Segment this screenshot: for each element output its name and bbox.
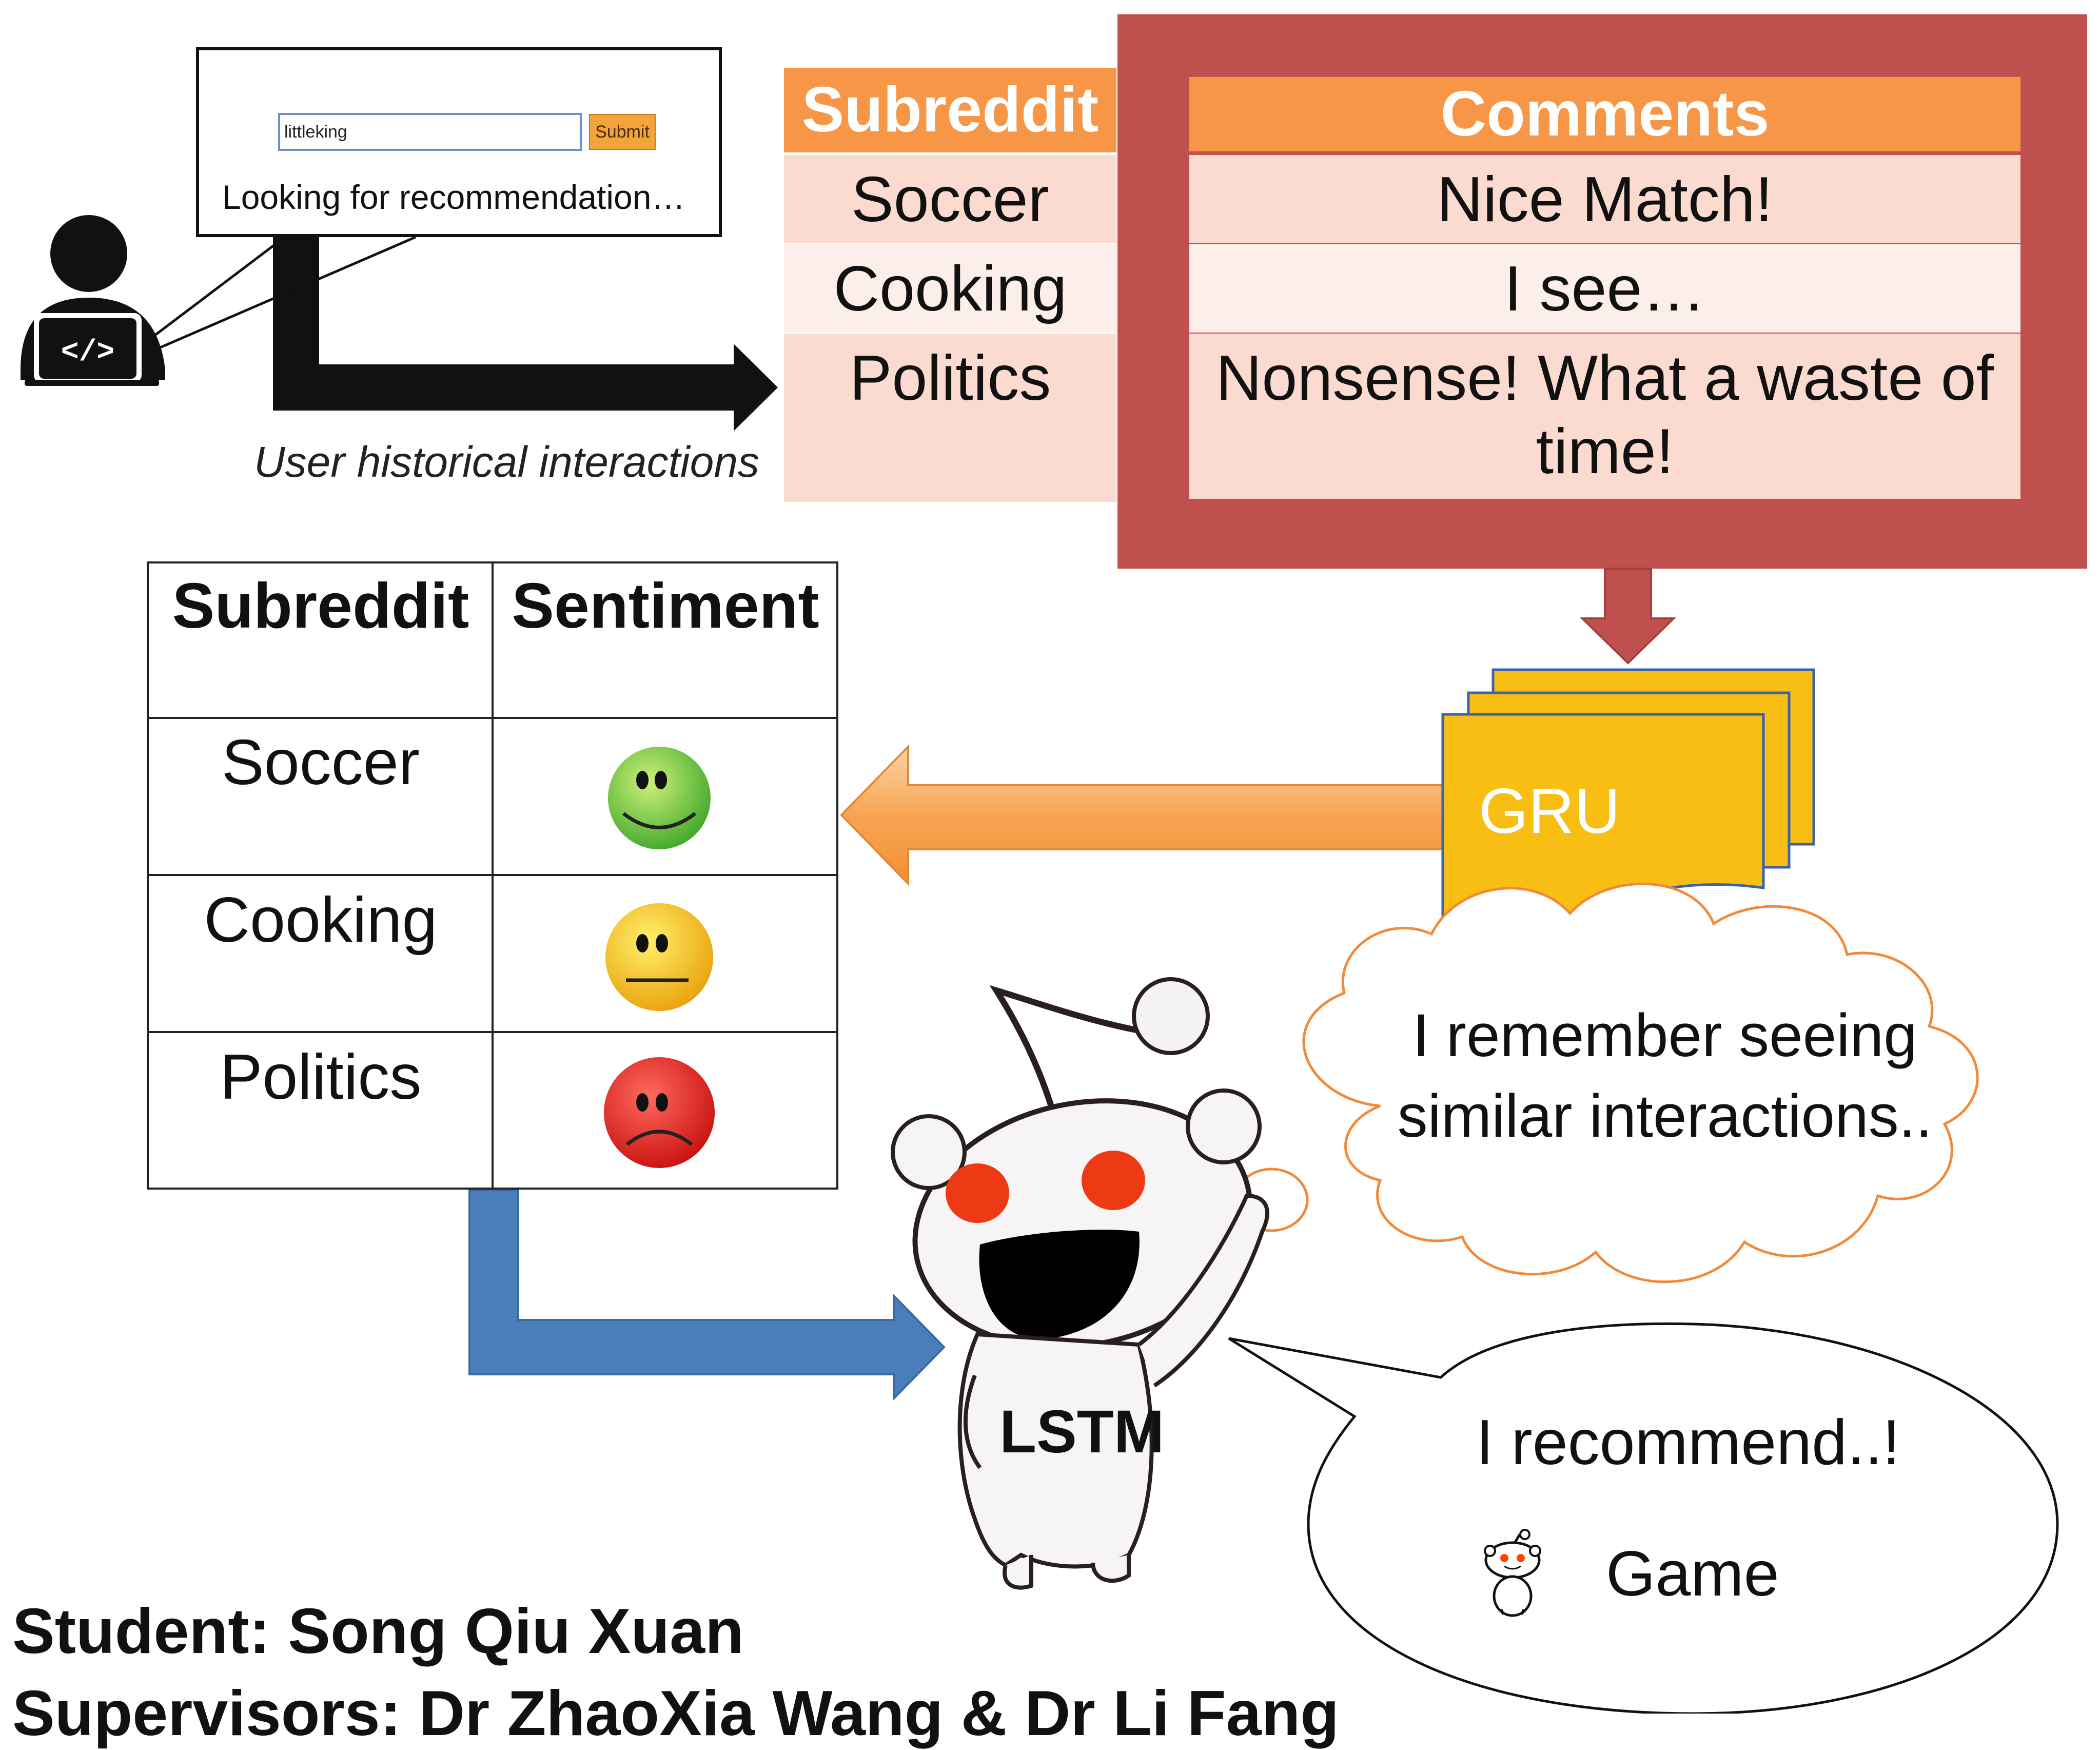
- neutral-face-icon: [605, 903, 713, 1011]
- sentiment-subreddit-cell: Soccer: [222, 727, 420, 798]
- history-comment-cell: Nonsense! What a waste of time!: [1215, 343, 1994, 487]
- gru-document-stack-icon: [1441, 668, 1815, 925]
- thought-text: I remember seeing similar interactions..: [1397, 1002, 1933, 1150]
- speech-bubble-icon: [1228, 1322, 2059, 1714]
- gru-to-sentiment-arrow-icon: [840, 744, 1445, 886]
- interactions-label: User historical interactions: [254, 438, 760, 486]
- search-status-text: Looking for recommendation…: [222, 178, 685, 216]
- history-comment-cell: I see…: [1504, 254, 1706, 324]
- history-comment-cell: Nice Match!: [1437, 164, 1773, 235]
- history-arrow-icon: [273, 231, 778, 431]
- bubble-pointer-line: [128, 236, 416, 363]
- history-subreddit-cell: Soccer: [851, 164, 1049, 235]
- history-header-comments: Comments: [1189, 77, 2020, 151]
- history-subreddit-cell: Cooking: [833, 254, 1067, 324]
- lstm-label: LSTM: [999, 1398, 1165, 1466]
- sentiment-subreddit-cell: Politics: [220, 1042, 422, 1113]
- history-row-bg: [784, 155, 1116, 243]
- history-row-bg: [1189, 244, 2020, 333]
- reddit-alien-mascot-icon: [891, 977, 1269, 1590]
- happy-face-icon: [608, 747, 711, 849]
- recommended-subreddit: Game: [1606, 1539, 1779, 1609]
- sentiment-header-sentiment: Sentiment: [512, 571, 819, 641]
- student-credit: Student: Song Qiu Xuan: [12, 1596, 744, 1667]
- down-arrow-icon: [1580, 568, 1676, 665]
- supervisors-credit: Supervisors: Dr ZhaoXia Wang & Dr Li Fan…: [12, 1678, 1339, 1749]
- history-row-bg: [1189, 155, 2020, 243]
- sentiment-to-lstm-arrow-icon: [468, 1189, 946, 1401]
- search-input[interactable]: [278, 113, 582, 151]
- history-header-subreddit: Subreddit: [784, 68, 1116, 152]
- sentiment-table: [147, 561, 838, 1190]
- reddit-alien-small-icon: [1484, 1529, 1541, 1617]
- sentiment-header-subreddit: Subreddit: [172, 571, 469, 641]
- gru-label: GRU: [1479, 776, 1620, 847]
- history-subreddit-cell: Politics: [849, 343, 1051, 414]
- history-row-bg: [784, 334, 1116, 502]
- recommend-text: I recommend..!: [1476, 1407, 1900, 1478]
- submit-button[interactable]: Submit: [589, 114, 656, 150]
- user-coder-icon: </>: [21, 215, 165, 386]
- sentiment-subreddit-cell: Cooking: [204, 885, 438, 956]
- history-row-bg: [1189, 334, 2020, 499]
- svg-text:</>: </>: [61, 336, 114, 370]
- history-row-bg: [784, 244, 1116, 333]
- sad-face-icon: [604, 1057, 715, 1168]
